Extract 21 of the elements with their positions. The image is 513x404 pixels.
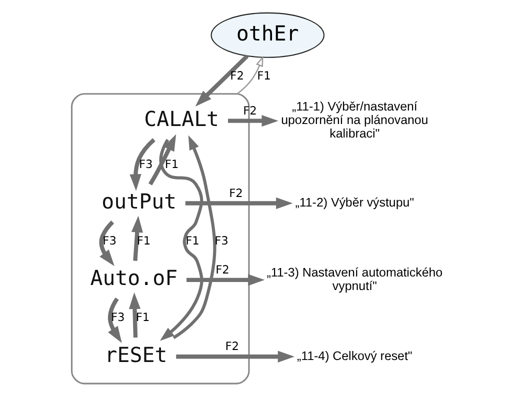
edge-label: F2 (224, 338, 239, 353)
node-text: rESEt (104, 342, 167, 366)
node-text: „11-3) Nastavení automatického vypnutí" (266, 264, 442, 292)
edge-label: F2 (230, 68, 244, 82)
edge-label: F1 (256, 68, 270, 82)
node-text: Auto.oF (90, 266, 178, 290)
edge-label: F1 (135, 310, 150, 324)
node-text: outPut (101, 188, 176, 213)
node-text: „11-4) Celkový reset" (296, 348, 412, 362)
node-text: „11-2) Výběr výstupu" (294, 194, 414, 209)
edge-label: F3 (110, 310, 124, 324)
edge-label: F2 (215, 262, 229, 276)
edge-label: F1 (164, 156, 178, 170)
edge-label: F2 (242, 102, 256, 117)
node-text: „11-1) Výběr/nastavení upozornění na plánovanou kalibraci" (280, 99, 428, 140)
edge-label: F1 (185, 232, 199, 247)
node-text: CALALt (144, 106, 219, 131)
edge-label: F2 (228, 185, 242, 200)
edge-label: F3 (138, 156, 152, 170)
edge-label: F3 (102, 232, 116, 247)
edge-label: F3 (214, 232, 228, 247)
